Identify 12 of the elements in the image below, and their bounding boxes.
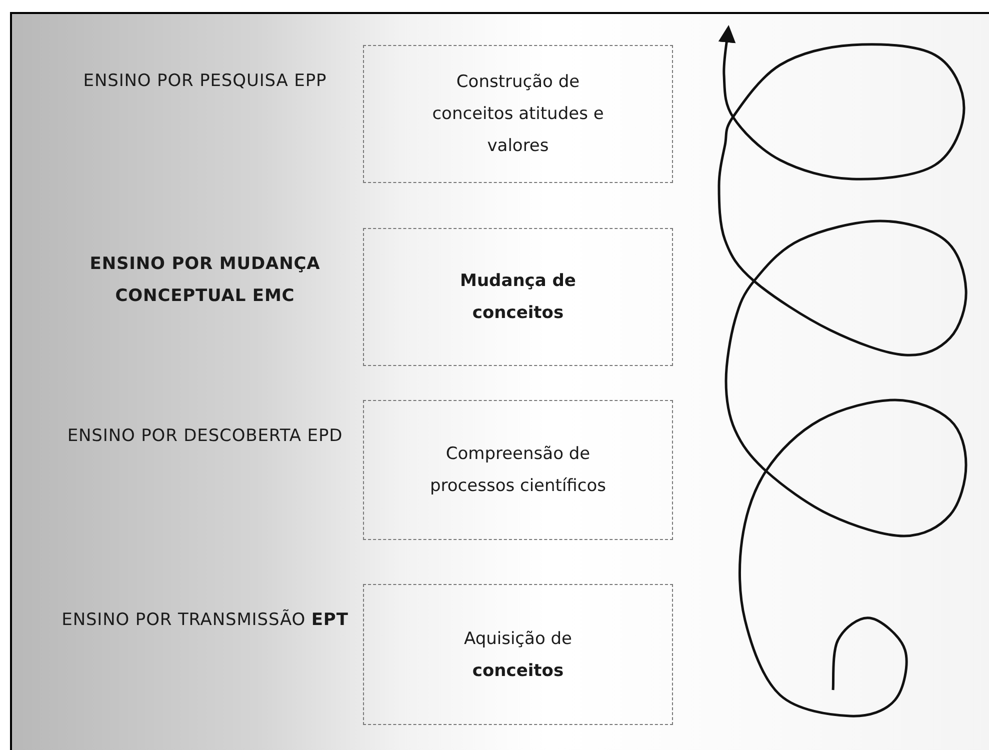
approach-label: ENSINO POR TRANSMISSÃO EPT [60,608,350,632]
box-text: Construção de conceitos atitudes e valores [431,71,605,158]
approach-label: ENSINO POR DESCOBERTA EPD [66,425,344,448]
dashed-box [363,228,673,366]
approach-label: ENSINO POR MUDANÇA CONCEPTUAL EMC [88,253,322,308]
dashed-box [363,584,673,725]
dashed-box [363,45,673,183]
box-text: Mudança de conceitos [459,270,577,325]
approach-label: ENSINO POR PESQUISA EPP [82,70,328,93]
dashed-box [363,400,673,540]
box-text: Compreensão de processos científicos [429,443,607,498]
box-text: Aquisição de conceitos [462,628,574,682]
